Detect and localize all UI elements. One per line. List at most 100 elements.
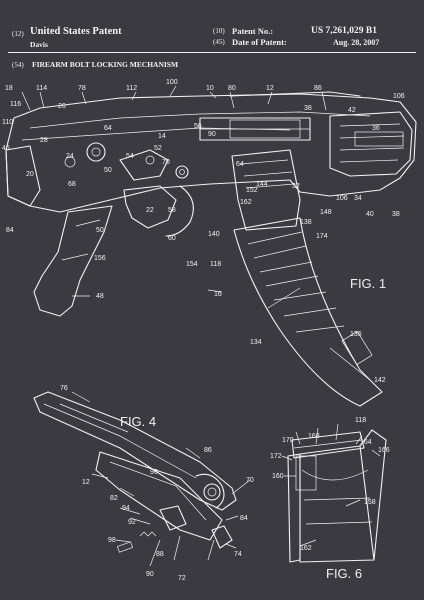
svg-text:84: 84 <box>6 227 14 234</box>
svg-text:78: 78 <box>78 85 86 92</box>
svg-text:24: 24 <box>66 153 74 160</box>
patent-number-label: Patent No.: <box>232 26 274 36</box>
svg-text:96: 96 <box>150 469 158 476</box>
svg-text:40: 40 <box>366 211 374 218</box>
svg-text:174: 174 <box>316 233 328 240</box>
svg-text:38: 38 <box>392 211 400 218</box>
svg-text:68: 68 <box>68 181 76 188</box>
inid-code-12: (12) <box>12 30 24 38</box>
svg-text:154: 154 <box>186 261 198 268</box>
header-rule <box>8 52 416 53</box>
svg-text:16: 16 <box>214 291 222 298</box>
svg-text:156: 156 <box>94 255 106 262</box>
svg-text:18: 18 <box>5 85 13 92</box>
svg-text:142: 142 <box>374 377 386 384</box>
fig6-drawing <box>281 423 387 563</box>
svg-text:12: 12 <box>82 479 90 486</box>
fig4-reference-numerals: 76 86 12 82 96 70 94 92 98 88 90 72 74 8… <box>60 385 254 582</box>
svg-text:70: 70 <box>246 477 254 484</box>
svg-text:98: 98 <box>108 537 116 544</box>
svg-text:112: 112 <box>126 85 137 92</box>
svg-text:160: 160 <box>272 473 284 480</box>
fig1-caption: FIG. 1 <box>350 276 386 291</box>
svg-text:164: 164 <box>360 439 372 446</box>
svg-text:12: 12 <box>266 85 274 92</box>
svg-text:64: 64 <box>236 161 244 168</box>
svg-text:116: 116 <box>10 101 21 108</box>
svg-text:88: 88 <box>156 551 164 558</box>
svg-text:50: 50 <box>96 227 104 234</box>
invention-title: FIREARM BOLT LOCKING MECHANISM <box>32 60 179 69</box>
svg-text:72: 72 <box>178 575 186 582</box>
fig6-caption: FIG. 6 <box>326 566 362 581</box>
svg-text:54: 54 <box>126 153 134 160</box>
svg-text:34: 34 <box>354 195 362 202</box>
svg-text:52: 52 <box>154 145 162 152</box>
svg-text:86: 86 <box>204 447 212 454</box>
svg-text:80: 80 <box>228 85 236 92</box>
svg-text:118: 118 <box>210 261 221 268</box>
svg-text:166: 166 <box>378 447 390 454</box>
svg-text:32: 32 <box>292 183 300 190</box>
svg-text:20: 20 <box>26 171 34 178</box>
svg-text:26: 26 <box>58 103 66 110</box>
svg-text:158: 158 <box>364 499 376 506</box>
svg-text:134: 134 <box>250 339 262 346</box>
svg-text:48: 48 <box>96 293 104 300</box>
inventor-name: Davis <box>30 40 48 49</box>
svg-text:56: 56 <box>194 123 202 130</box>
svg-text:106: 106 <box>336 195 348 202</box>
svg-text:106: 106 <box>393 93 405 100</box>
svg-text:36: 36 <box>372 125 380 132</box>
svg-text:22: 22 <box>146 207 154 214</box>
svg-text:114: 114 <box>36 85 47 92</box>
svg-text:76: 76 <box>60 385 68 392</box>
svg-text:10: 10 <box>206 85 214 92</box>
svg-text:90: 90 <box>208 131 216 138</box>
date-of-patent-label: Date of Patent: <box>232 37 287 47</box>
inid-code-10: (10) <box>213 27 225 35</box>
svg-text:148: 148 <box>320 209 332 216</box>
svg-text:82: 82 <box>110 495 118 502</box>
svg-text:58: 58 <box>168 207 176 214</box>
svg-text:100: 100 <box>166 79 178 86</box>
svg-text:162: 162 <box>240 199 252 206</box>
svg-text:172: 172 <box>270 453 282 460</box>
svg-text:38: 38 <box>304 105 312 112</box>
svg-text:138: 138 <box>300 219 312 226</box>
svg-text:94: 94 <box>122 505 130 512</box>
svg-text:14: 14 <box>158 133 166 140</box>
svg-text:90: 90 <box>146 571 154 578</box>
svg-text:28: 28 <box>40 137 48 144</box>
svg-text:86: 86 <box>314 85 322 92</box>
svg-text:140: 140 <box>208 231 220 238</box>
svg-text:42: 42 <box>348 107 356 114</box>
svg-text:84: 84 <box>240 515 248 522</box>
svg-text:64: 64 <box>104 125 112 132</box>
inid-code-45: (45) <box>213 38 225 46</box>
fig1-reference-numerals: 18 114 78 112 100 10 80 12 86 42 106 116… <box>2 79 405 384</box>
svg-text:118: 118 <box>355 417 366 424</box>
svg-text:46: 46 <box>2 145 10 152</box>
svg-text:92: 92 <box>128 519 136 526</box>
svg-text:50: 50 <box>104 167 112 174</box>
svg-text:152: 152 <box>246 187 258 194</box>
svg-text:136: 136 <box>350 331 362 338</box>
svg-text:168: 168 <box>308 433 320 440</box>
svg-text:74: 74 <box>234 551 242 558</box>
svg-text:110: 110 <box>2 119 13 126</box>
fig6-reference-numerals: 118 170 168 164 172 166 160 158 162 FIG.… <box>270 417 390 581</box>
svg-text:70: 70 <box>162 159 170 166</box>
fig1-drawing <box>5 85 417 407</box>
svg-text:144: 144 <box>256 181 268 188</box>
date-of-patent: Aug. 28, 2007 <box>333 38 380 47</box>
fig4-caption: FIG. 4 <box>120 414 156 429</box>
inid-code-54: (54) <box>12 61 24 69</box>
svg-text:170: 170 <box>282 437 294 444</box>
patent-number: US 7,261,029 B1 <box>311 26 377 36</box>
fig4-drawing <box>33 391 251 567</box>
svg-text:162: 162 <box>300 545 312 552</box>
svg-text:60: 60 <box>168 235 176 242</box>
